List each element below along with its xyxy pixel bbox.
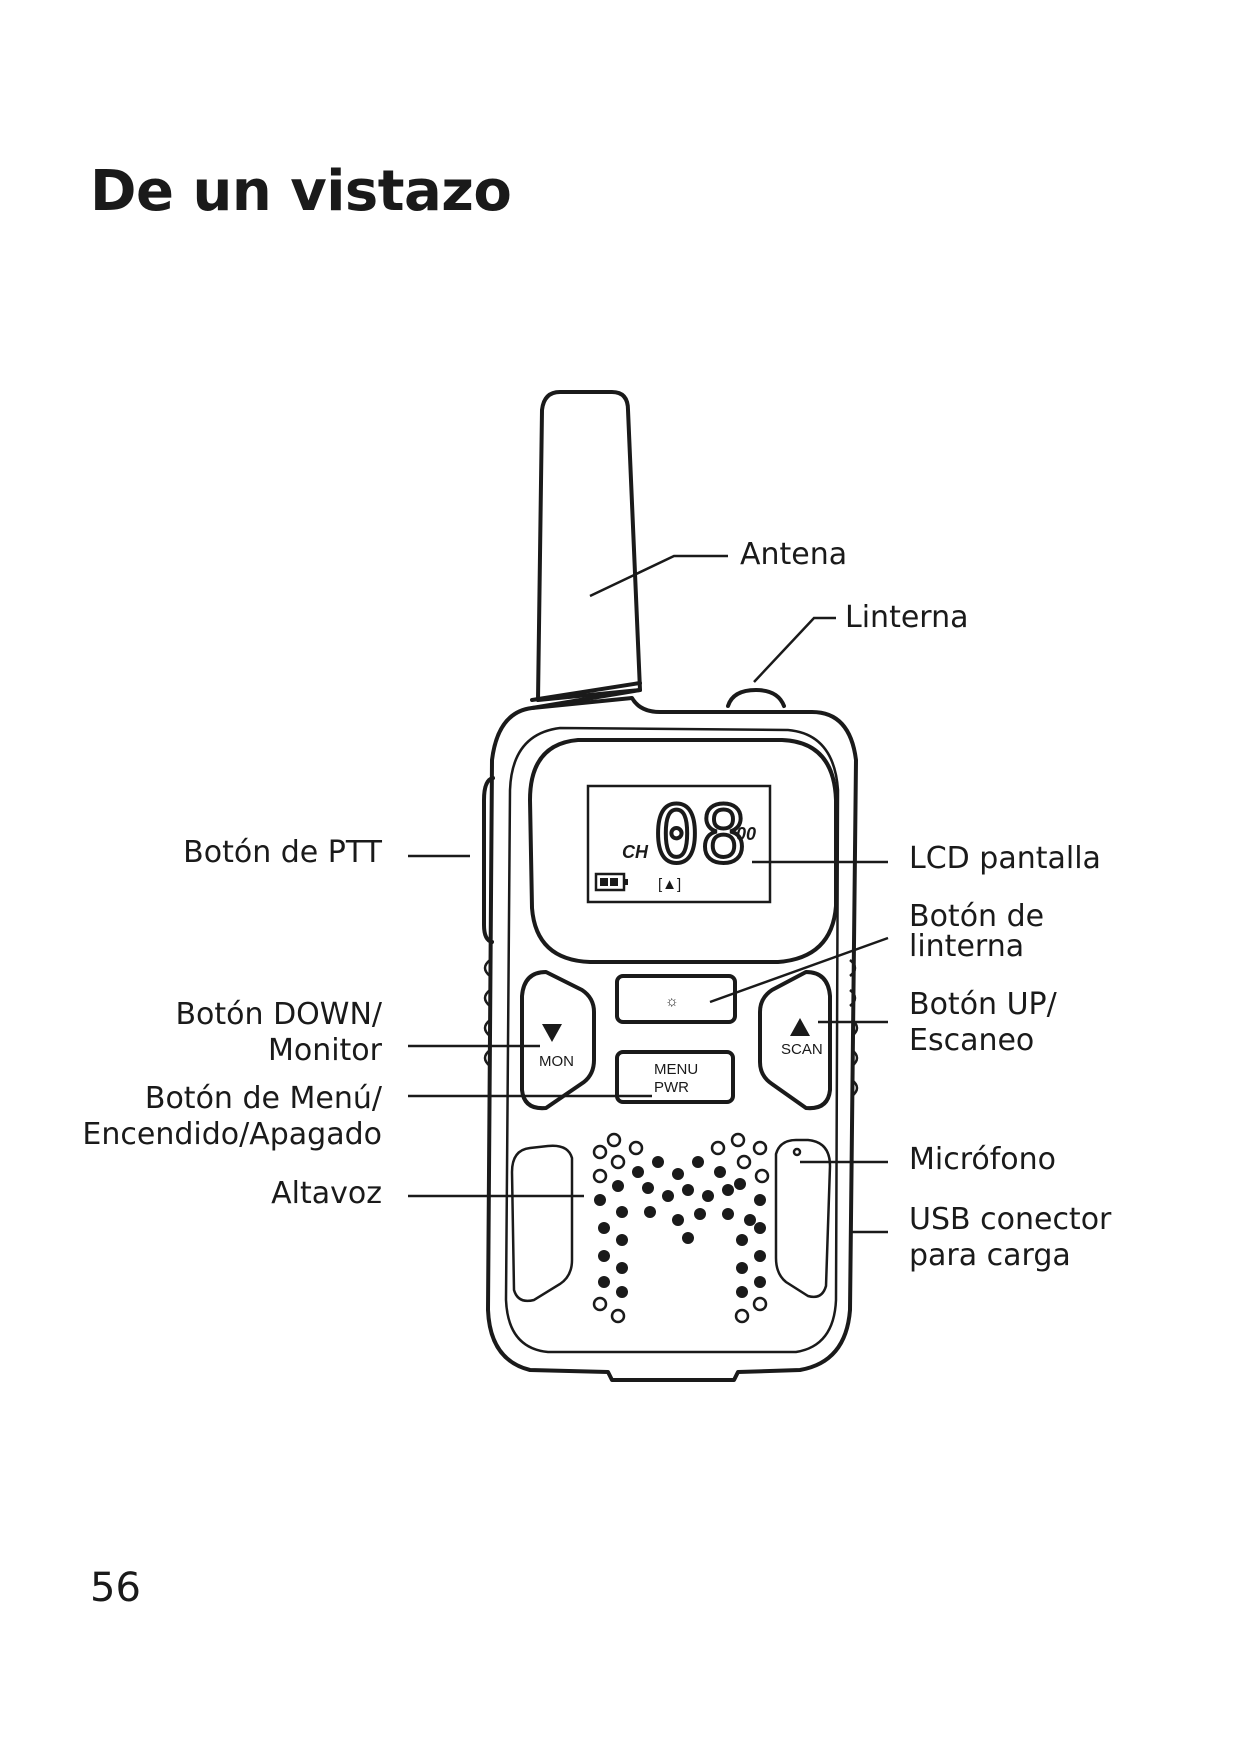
mon-button-text: MON [539,1053,574,1070]
label-altavoz: Altavoz [271,1176,382,1211]
label-usb-1: USB conector [909,1202,1112,1237]
microphone-hole [792,1147,802,1157]
flashlight-button [615,974,737,1024]
label-down-2: Monitor [268,1033,383,1068]
up-arrow-icon [790,1018,810,1036]
walkie-talkie-device: CH 08 00 [▲] ☼ MENU PWR MON SCAN [482,390,859,1382]
speaker-grille [592,1132,770,1324]
down-arrow-icon [542,1024,562,1042]
label-down-1: Botón DOWN/ [175,997,382,1032]
lcd-signal-icon: [▲] [658,876,681,893]
leader-lines [408,554,889,1234]
scan-button-text: SCAN [781,1041,823,1058]
down-monitor-button [520,970,596,1111]
leader-linterna [753,616,836,683]
leader-antena [589,554,728,598]
label-up-1: Botón UP/ [909,987,1058,1022]
label-ptt: Botón de PTT [183,835,383,870]
pwr-button-text: PWR [654,1079,689,1096]
label-usb-2: para carga [909,1238,1071,1273]
sun-icon: ☼ [665,993,679,1010]
device-body-outer [486,696,858,1382]
leader-boton-linterna [709,936,889,1004]
page-title: De un vistazo [90,159,512,224]
antenna [536,390,642,702]
label-antena: Antena [740,537,847,572]
menu-pwr-button [615,1050,735,1104]
left-grip [510,1144,574,1303]
label-boton-linterna-1: Botón de [909,899,1044,934]
menu-button-text: MENU [654,1061,698,1078]
side-bumps-right [849,959,859,1097]
lcd-ch-label: CH [622,842,649,862]
display-bezel [528,738,838,964]
label-menu-2: Encendido/Apagado [82,1117,382,1152]
label-lcd: LCD pantalla [909,841,1101,876]
right-grip [774,1138,832,1299]
device-body-inner [504,726,840,1354]
flashlight [726,688,786,708]
up-scan-button [758,970,832,1111]
lcd-channel-digits: 08 [653,791,747,881]
label-microfono: Micrófono [909,1142,1056,1177]
label-linterna: Linterna [845,600,969,635]
ptt-button [482,776,495,944]
lcd-sub-digits: 00 [736,824,756,844]
lcd-screen [586,784,772,904]
label-boton-linterna-2: linterna [909,929,1024,964]
battery-icon [594,872,628,892]
label-up-2: Escaneo [909,1023,1034,1058]
side-bumps-left [483,959,491,1067]
page-number: 56 [90,1565,141,1611]
label-menu-1: Botón de Menú/ [145,1081,383,1116]
callout-labels: Antena Linterna Botón de PTT LCD pantall… [82,537,1112,1273]
